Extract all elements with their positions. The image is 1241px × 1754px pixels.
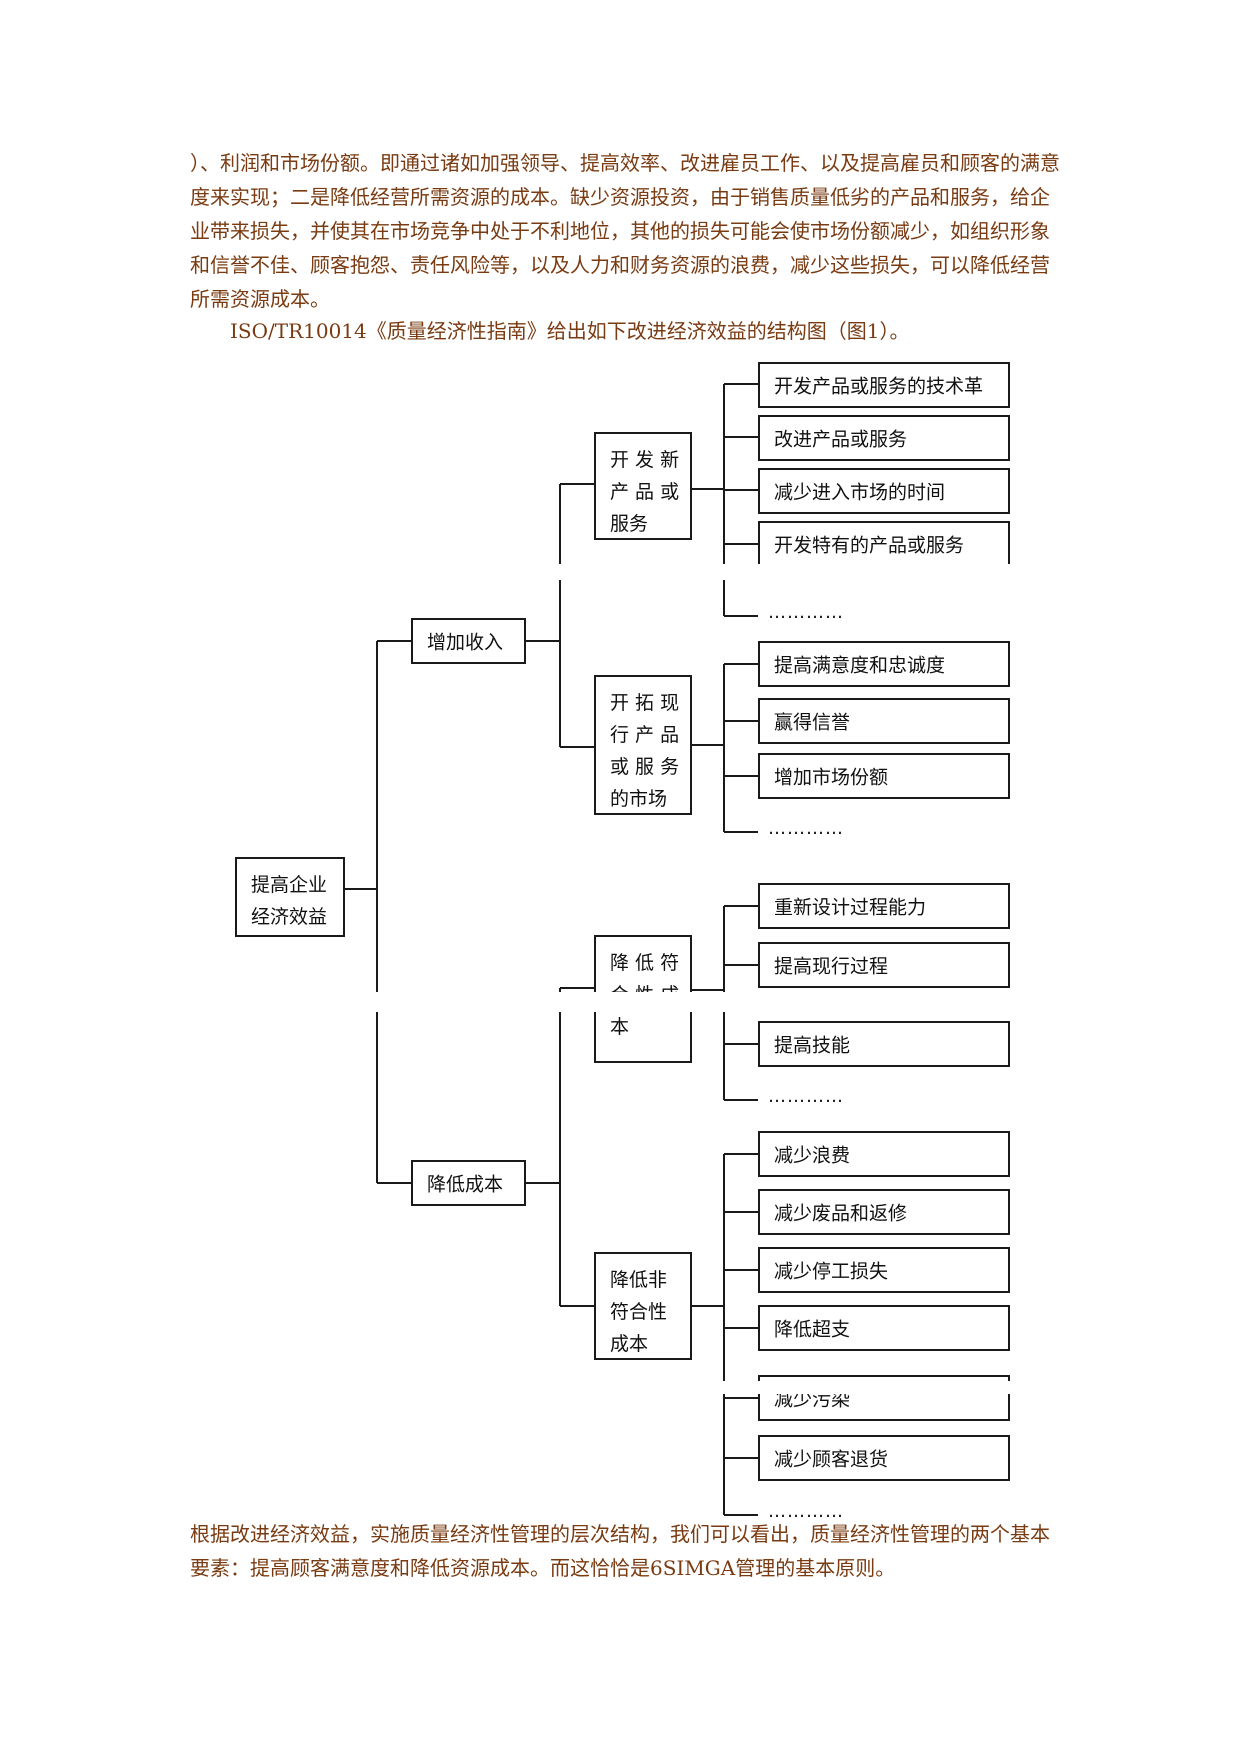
paragraph-figure-ref: ISO/TR10014《质量经济性指南》给出如下改进经济效益的结构图（图1）。 [230, 319, 910, 343]
node-reduce-nonconformance-cost-label: 降低非 符合性 成本 [610, 1269, 668, 1355]
leaf-reduce-waste: 减少浪费 [758, 1131, 1010, 1177]
leaf-tech-innovation: 开发产品或服务的技术革 [758, 362, 1010, 408]
node-reduce-cost-label: 降低成本 [427, 1173, 504, 1196]
node-expand-existing-markets-label: 开 拓 现 行 产 品 或 服 务 的市场 [610, 692, 680, 810]
node-reduce-nonconformance-cost: 降低非 符合性 成本 [594, 1252, 692, 1360]
leaf-label: 减少废品和返修 [774, 1202, 908, 1225]
leaf-earn-reputation: 赢得信誉 [758, 698, 1010, 744]
scan-gap [540, 564, 1020, 580]
node-develop-new-products-label: 开 发 新 产 品 或 服务 [610, 449, 680, 535]
ellipsis-g2: ………… [768, 818, 844, 839]
paragraph-conclusion: 根据改进经济效益，实施质量经济性管理的层次结构，我们可以看出，质量经济性管理的两… [190, 1522, 1050, 1580]
leaf-label: 降低超支 [774, 1318, 851, 1341]
leaf-label: 开发产品或服务的技术革 [774, 375, 984, 398]
leaf-improve-process: 提高现行过程 [758, 942, 1010, 988]
leaf-redesign-process: 重新设计过程能力 [758, 883, 1010, 929]
node-develop-new-products: 开 发 新 产 品 或 服务 [594, 432, 692, 540]
leaf-label: 重新设计过程能力 [774, 896, 927, 919]
leaf-reduce-downtime: 减少停工损失 [758, 1247, 1010, 1293]
ellipsis-g1: ………… [768, 602, 844, 623]
leaf-label: 开发特有的产品或服务 [774, 534, 965, 557]
leaf-improve-skills: 提高技能 [758, 1021, 1010, 1067]
scan-gap [700, 1381, 1020, 1394]
leaf-time-to-market: 减少进入市场的时间 [758, 468, 1010, 514]
leaf-label: 提高技能 [774, 1034, 851, 1057]
leaf-label: 减少顾客退货 [774, 1448, 889, 1471]
paragraph-intro: ）、利润和市场份额。即通过诸如加强领导、提高效率、改进雇员工作、以及提高雇员和顾… [190, 151, 1060, 311]
ellipsis-g4: ………… [768, 1501, 844, 1522]
leaf-label: 改进产品或服务 [774, 428, 908, 451]
leaf-label: 减少污染 [774, 1388, 851, 1411]
leaf-label: 减少浪费 [774, 1144, 851, 1167]
leaf-label: 提高满意度和忠诚度 [774, 654, 946, 677]
leaf-label: 提高现行过程 [774, 955, 889, 978]
leaf-satisfaction-loyalty: 提高满意度和忠诚度 [758, 641, 1010, 687]
leaf-unique-products: 开发特有的产品或服务 [758, 521, 1010, 567]
leaf-label: 减少进入市场的时间 [774, 481, 946, 504]
leaf-reduce-overrun: 降低超支 [758, 1305, 1010, 1351]
root-node-label: 提高企业 经济效益 [251, 874, 328, 928]
leaf-improve-products: 改进产品或服务 [758, 415, 1010, 461]
leaf-label: 增加市场份额 [774, 766, 889, 789]
node-expand-existing-markets: 开 拓 现 行 产 品 或 服 务 的市场 [594, 675, 692, 815]
node-reduce-cost: 降低成本 [411, 1160, 526, 1206]
node-increase-revenue: 增加收入 [411, 618, 526, 664]
leaf-market-share: 增加市场份额 [758, 753, 1010, 799]
leaf-label: 减少停工损失 [774, 1260, 889, 1283]
ellipsis-g3: ………… [768, 1086, 844, 1107]
scan-gap [370, 992, 1030, 1012]
leaf-label: 赢得信誉 [774, 711, 851, 734]
leaf-reduce-scrap-rework: 减少废品和返修 [758, 1189, 1010, 1235]
leaf-reduce-returns: 减少顾客退货 [758, 1435, 1010, 1481]
root-node: 提高企业 经济效益 [235, 857, 345, 937]
node-increase-revenue-label: 增加收入 [427, 631, 504, 654]
